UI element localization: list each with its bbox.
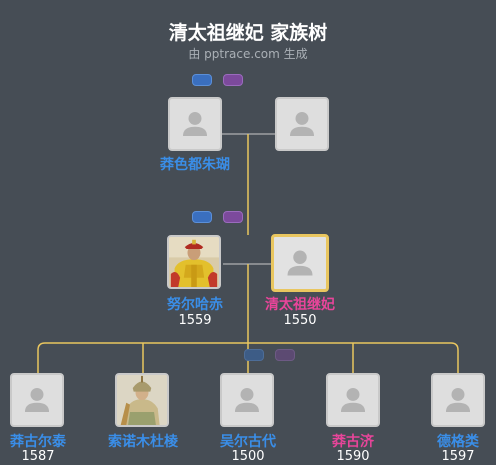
person-card-husband[interactable]	[167, 235, 221, 289]
person-placeholder-icon	[234, 387, 260, 413]
person-name-subject[interactable]: 清太祖继妃	[265, 297, 335, 313]
person-card-child-4[interactable]	[326, 373, 380, 427]
emperor-portrait-image	[169, 237, 219, 287]
person-placeholder-icon	[24, 387, 50, 413]
expand-ancestors-purple-pill[interactable]	[223, 74, 243, 86]
person-placeholder-icon	[340, 387, 366, 413]
person-card-mother[interactable]	[275, 97, 329, 151]
expand-descendants-blue-pill[interactable]	[244, 349, 264, 361]
person-year-subject: 1550	[283, 313, 317, 328]
page-title: 清太祖继妃 家族树	[168, 22, 328, 44]
person-name-child-3[interactable]: 吴尔古代	[220, 434, 276, 450]
warrior-portrait-image	[117, 375, 167, 425]
person-year-child-3: 1500	[231, 449, 265, 464]
person-placeholder-icon	[445, 387, 471, 413]
expand-descendants-purple-pill[interactable]	[275, 349, 295, 361]
person-year-child-4: 1590	[336, 449, 370, 464]
page-subtitle: 由 pptrace.com 生成	[188, 47, 308, 61]
person-placeholder-icon	[287, 250, 313, 276]
person-name-child-5[interactable]: 德格类	[437, 434, 479, 450]
expand-ancestors-blue-pill[interactable]	[192, 74, 212, 86]
person-placeholder-icon	[182, 111, 208, 137]
person-year-child-5: 1597	[441, 449, 475, 464]
person-name-child-4[interactable]: 莽古济	[332, 434, 374, 450]
person-name-father[interactable]: 莽色都朱瑚	[160, 157, 230, 173]
person-year-child-1: 1587	[21, 449, 55, 464]
person-year-husband: 1559	[178, 313, 212, 328]
person-card-father[interactable]	[168, 97, 222, 151]
person-name-child-2[interactable]: 索诺木杜棱	[108, 434, 178, 450]
expand-siblings-purple-pill[interactable]	[223, 211, 243, 223]
person-card-child-2[interactable]	[115, 373, 169, 427]
person-placeholder-icon	[289, 111, 315, 137]
person-card-child-5[interactable]	[431, 373, 485, 427]
person-name-husband[interactable]: 努尔哈赤	[167, 297, 223, 313]
person-card-child-3[interactable]	[220, 373, 274, 427]
expand-siblings-blue-pill[interactable]	[192, 211, 212, 223]
person-name-child-1[interactable]: 莽古尔泰	[10, 434, 66, 450]
person-card-child-1[interactable]	[10, 373, 64, 427]
person-card-subject[interactable]	[271, 234, 329, 292]
